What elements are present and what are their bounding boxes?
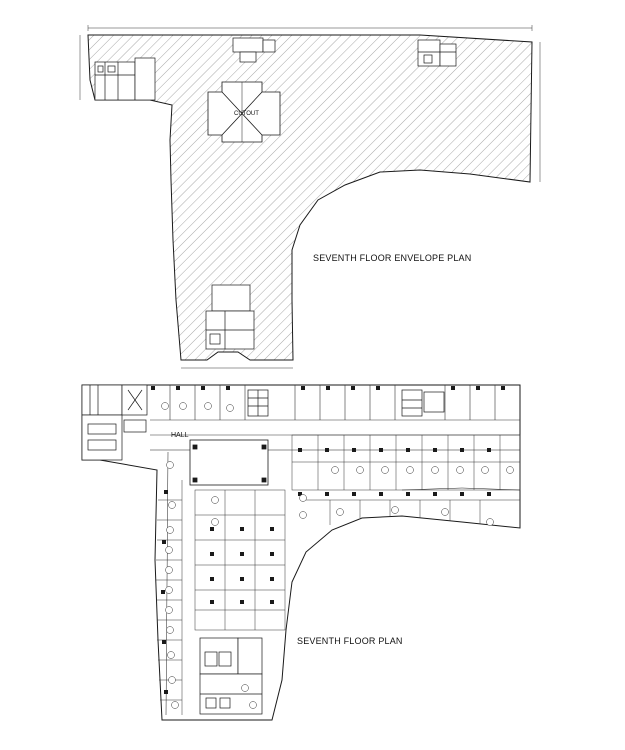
envelope-core-top-right <box>417 39 457 67</box>
office-row-top <box>150 385 520 436</box>
envelope-core-top-middle <box>232 37 276 63</box>
envelope-plan-title: SEVENTH FLOOR ENVELOPE PLAN <box>313 253 472 263</box>
floor-plan-outline <box>81 384 521 721</box>
room-number-markers <box>161 402 514 709</box>
core-top-middle <box>247 389 269 417</box>
core-left <box>81 384 148 461</box>
cutout-opening <box>207 81 281 143</box>
cutout-label: CUTOUT <box>234 111 259 117</box>
office-grid-center <box>194 489 286 631</box>
structural-columns <box>151 386 505 694</box>
envelope-dimension-lines <box>79 25 541 369</box>
hall-label: HALL <box>171 432 189 439</box>
hall-central-block <box>189 439 269 486</box>
floor-plan-title: SEVENTH FLOOR PLAN <box>297 636 403 646</box>
envelope-core-top-left <box>94 57 156 101</box>
envelope-core-bottom <box>205 284 255 350</box>
core-bottom <box>199 637 263 715</box>
core-top-right <box>401 389 445 417</box>
envelope-floor-slab <box>87 34 533 361</box>
office-grid-right <box>291 434 521 525</box>
